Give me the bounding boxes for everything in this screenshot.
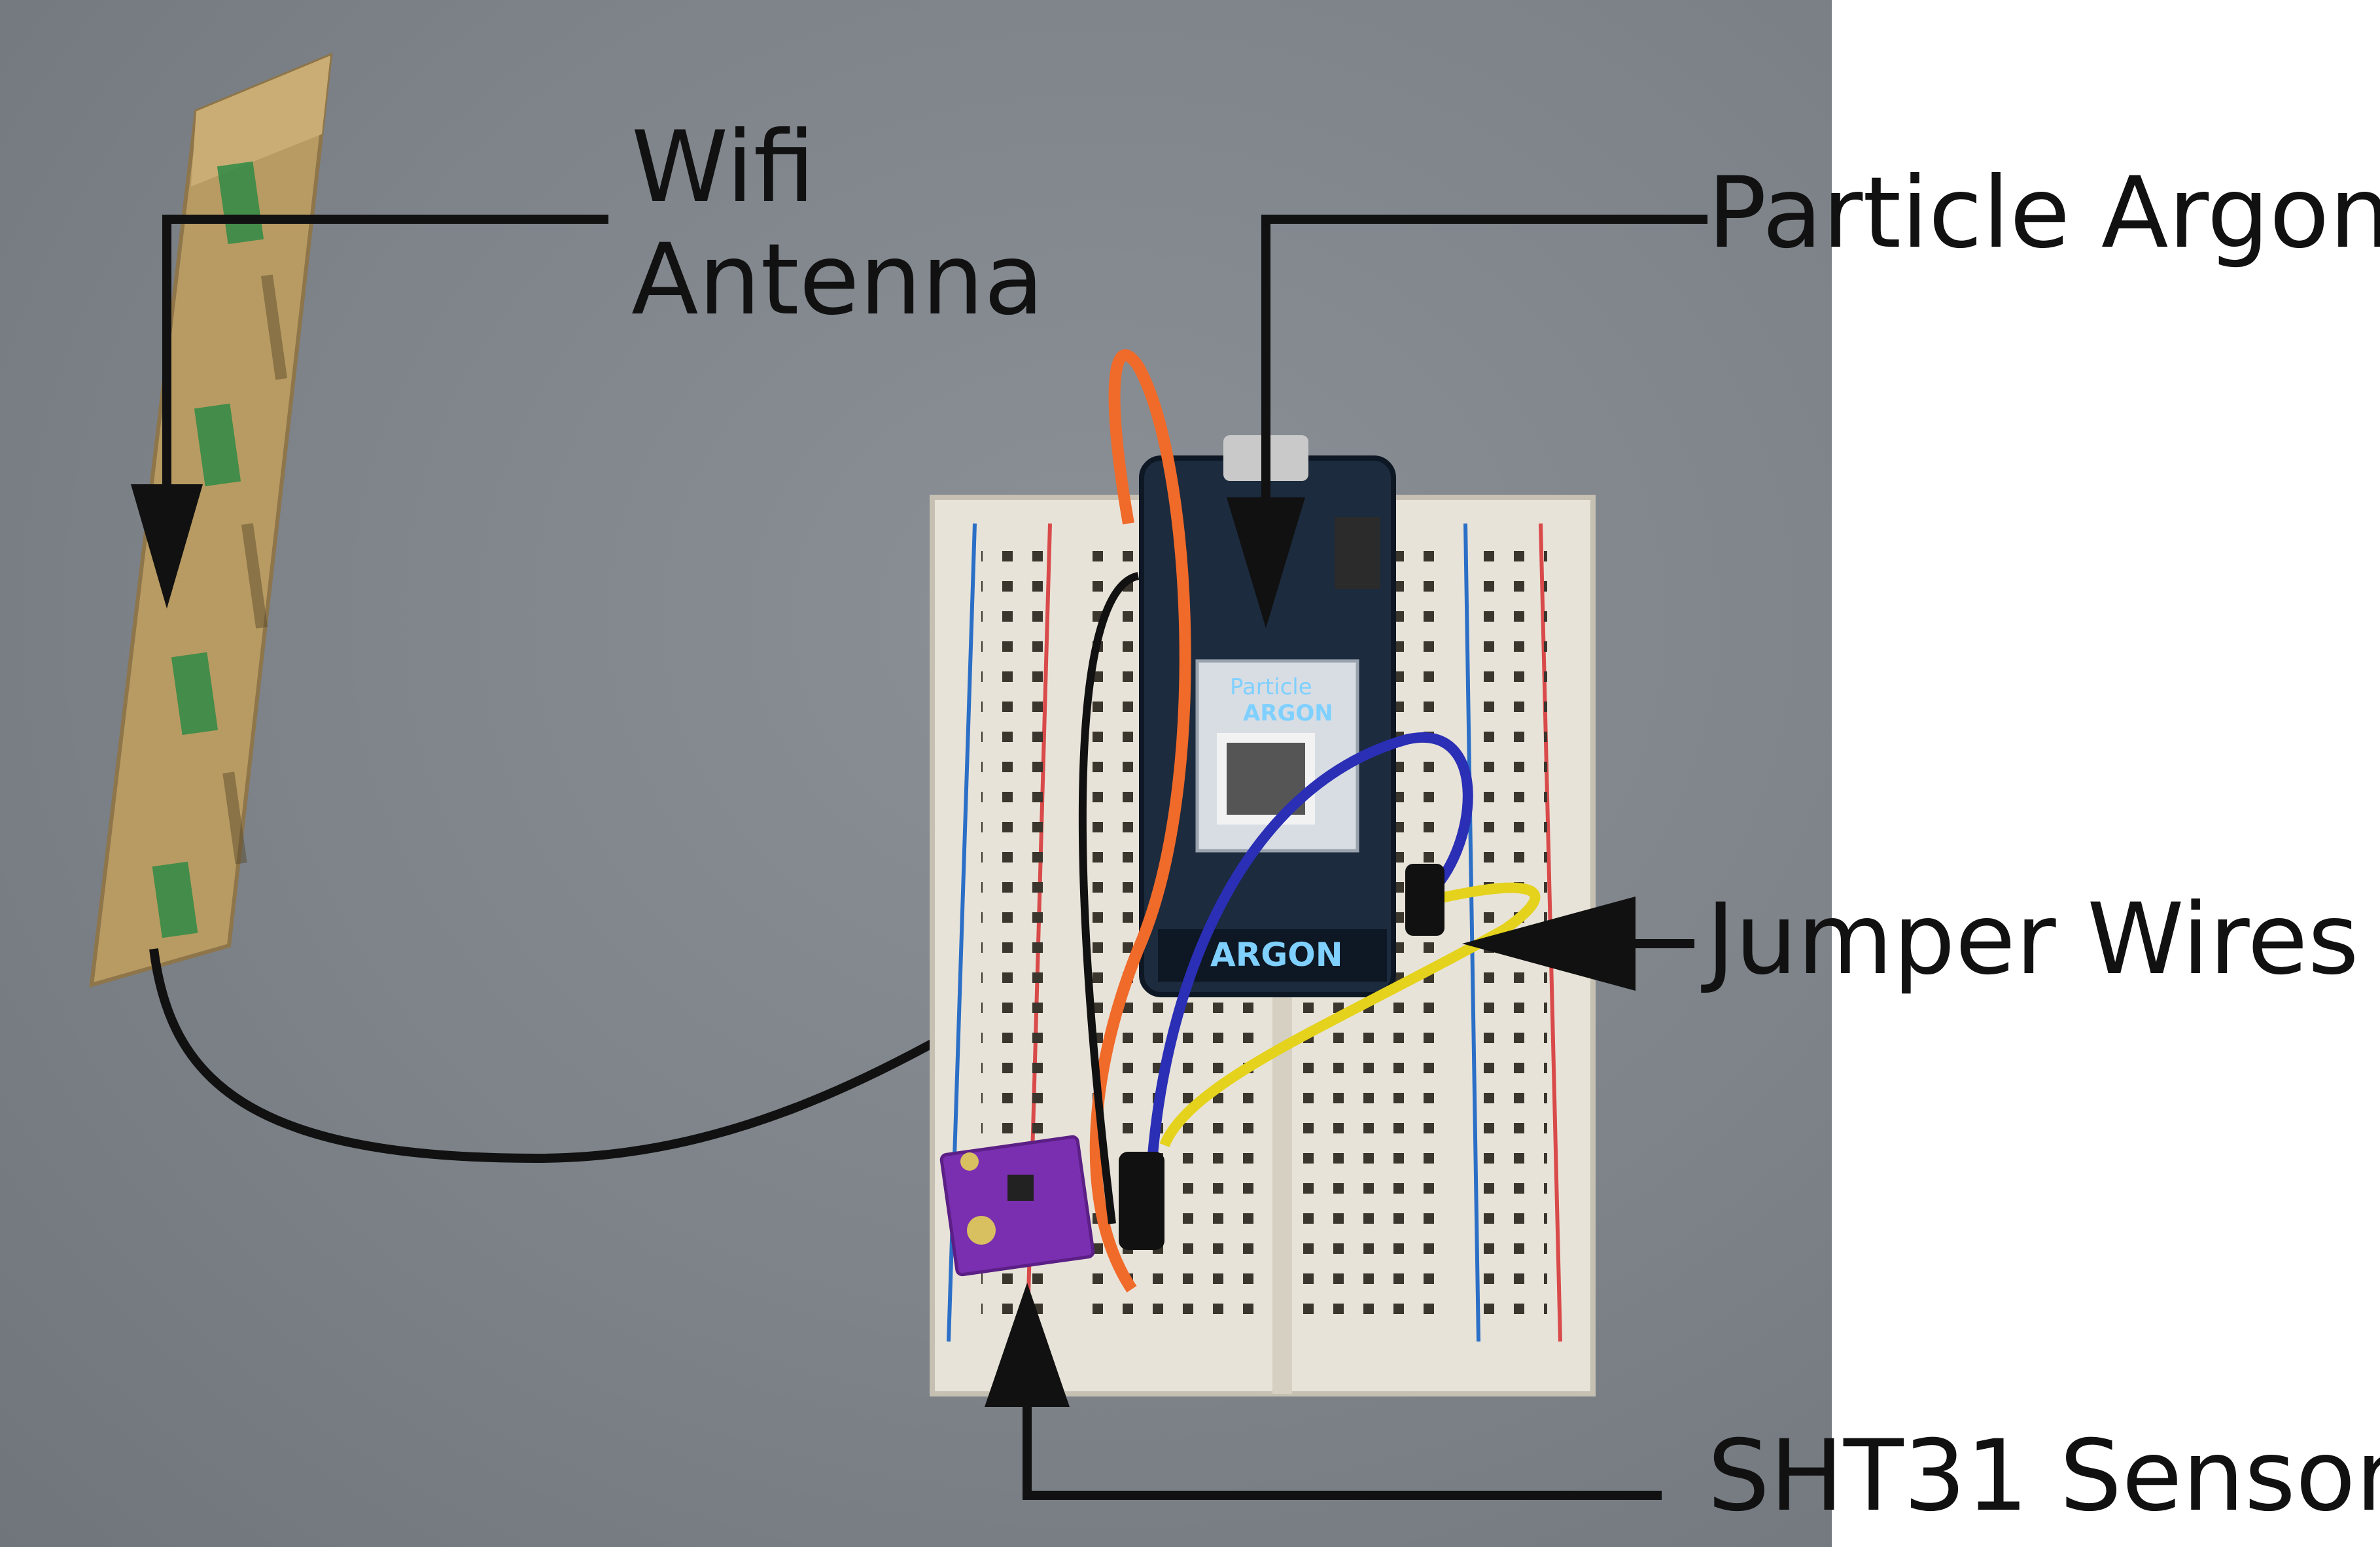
label-wifi-antenna: Wifi Antenna — [631, 111, 1044, 336]
sht31-sensor — [939, 1135, 1095, 1277]
arrowheads — [131, 484, 1636, 1407]
label-sht31-sensor: SHT31 Sensor — [1707, 1419, 2380, 1533]
chip-model-text: ARGON — [1243, 700, 1333, 726]
label-jumper-wires: Jumper Wires — [1706, 883, 2359, 997]
label-particle-argon: Particle Argon — [1707, 156, 2380, 270]
arrowhead-wifi — [131, 484, 203, 609]
arrowhead-jumper — [1462, 897, 1636, 991]
label-wifi-line1: Wifi — [631, 111, 816, 224]
jumper-wires — [1078, 349, 1541, 1292]
chip-brand-text: Particle — [1230, 674, 1312, 700]
label-wifi-line2: Antenna — [631, 223, 1044, 337]
board-footer-text: ARGON — [1210, 936, 1343, 974]
wifi-antenna — [89, 52, 333, 988]
arrowhead-sht — [985, 1283, 1070, 1407]
arrowhead-argon — [1227, 497, 1305, 628]
